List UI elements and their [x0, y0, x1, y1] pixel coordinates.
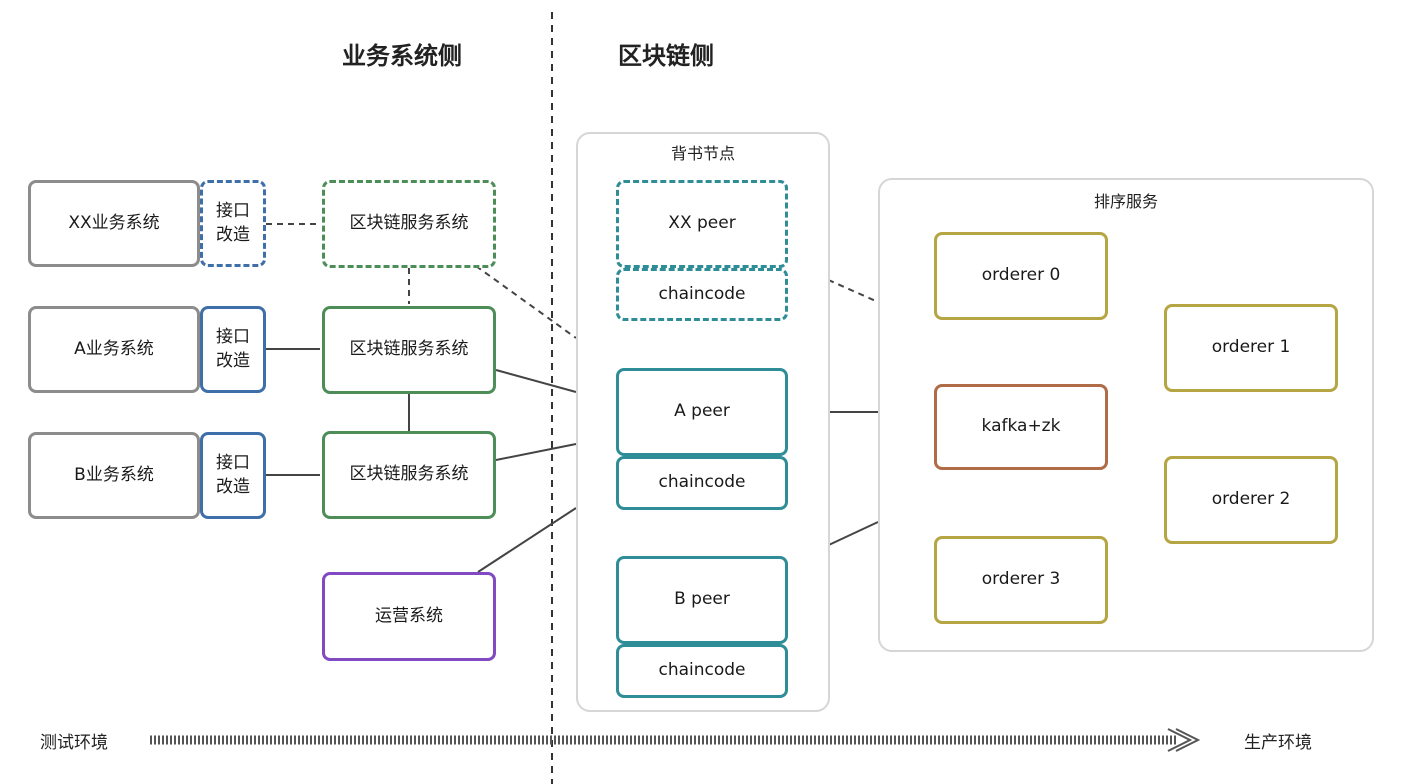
orderer-3: orderer 3: [934, 536, 1108, 624]
env-arrow: [150, 728, 1201, 752]
orderer-2: orderer 2: [1164, 456, 1338, 544]
xx-peer: XX peer: [616, 180, 788, 268]
a-peer-chaincode: chaincode: [616, 456, 788, 510]
operations-system: 运营系统: [322, 572, 496, 661]
a-peer: A peer: [616, 368, 788, 456]
b-peer-chaincode: chaincode: [616, 644, 788, 698]
env-from-label: 测试环境: [40, 733, 108, 753]
xx-business-system: XX业务系统: [28, 180, 200, 267]
a-interface-adapter: 接口 改造: [200, 306, 266, 393]
env-to-label: 生产环境: [1244, 733, 1312, 753]
kafka-zk: kafka+zk: [934, 384, 1108, 470]
link-b-service-endorse: [495, 443, 577, 461]
xx-chain-service-system: 区块链服务系统: [322, 180, 496, 268]
b-peer: B peer: [616, 556, 788, 644]
endorsement-node-title: 背书节点: [670, 144, 735, 163]
link-ops-endorse: [477, 507, 577, 573]
xx-interface-adapter: 接口 改造: [200, 180, 266, 267]
link-xx-service-endorse: [475, 265, 577, 339]
orderer-1: orderer 1: [1164, 304, 1338, 392]
orderer-0: orderer 0: [934, 232, 1108, 320]
b-chain-service-system: 区块链服务系统: [322, 431, 496, 519]
blockchain-side-heading: 区块链侧: [618, 42, 714, 70]
b-business-system: B业务系统: [28, 432, 200, 519]
a-chain-service-system: 区块链服务系统: [322, 306, 496, 394]
ordering-service-title: 排序服务: [1093, 192, 1158, 211]
business-side-heading: 业务系统侧: [342, 42, 462, 70]
b-interface-adapter: 接口 改造: [200, 432, 266, 519]
link-a-service-endorse: [495, 369, 577, 393]
xx-peer-chaincode: chaincode: [616, 268, 788, 321]
a-business-system: A业务系统: [28, 306, 200, 393]
